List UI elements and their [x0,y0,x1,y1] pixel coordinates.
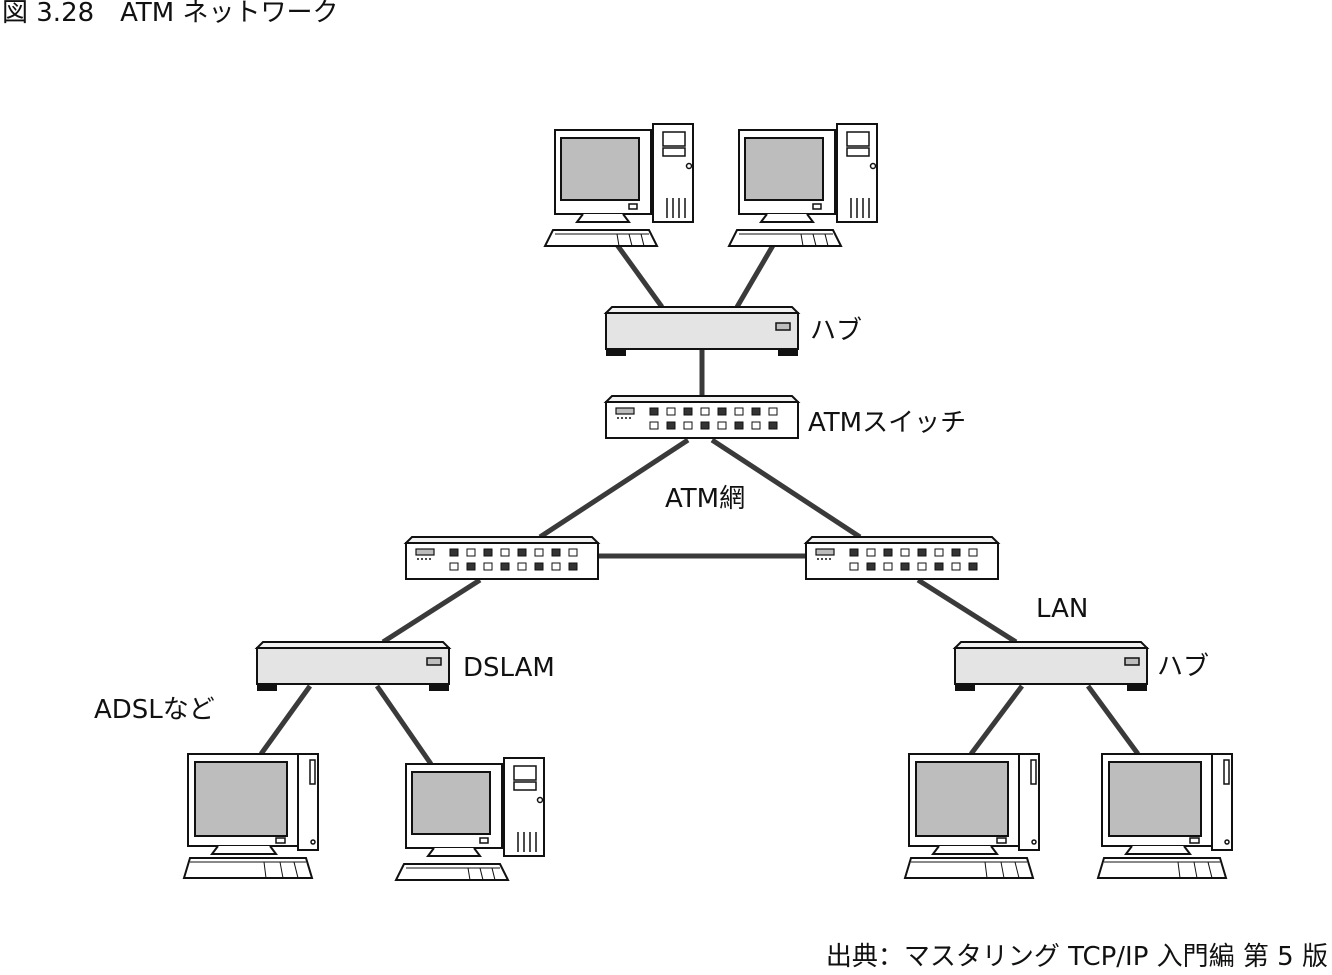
computer-bottom-4-icon [1097,753,1233,879]
label-hub-right: ハブ [1157,652,1209,682]
link-hub-pc5 [969,684,1024,756]
link-dslam-pc4 [374,684,434,766]
dslam-icon [256,641,450,692]
label-lan: LAN [1036,594,1088,624]
link-pc1-hub [612,240,665,309]
label-hub-top: ハブ [810,316,862,346]
computer-bottom-1-icon [183,753,319,879]
computer-bottom-2-icon [395,757,545,881]
link-atmswitch-left [538,437,690,540]
link-pc2-hub [734,240,778,309]
network-links [258,240,1141,766]
link-atmswitch-right [710,437,862,540]
computer-bottom-3-icon [904,753,1040,879]
link-switch-hub [916,577,1018,645]
label-dslam: DSLAM [463,653,555,683]
figure-caption: 図 3.28 ATM ネットワーク [2,0,339,28]
atm-switch-right-icon [805,536,999,580]
source-credit: 出典：マスタリング TCP/IP 入門編 第 5 版 [825,942,1328,972]
label-atm-switch: ATMスイッチ [808,408,966,438]
atm-switch-left-icon [405,536,599,580]
label-adsl: ADSLなど [94,695,215,725]
label-atm-network: ATM網 [665,484,745,514]
hub-right-icon [954,641,1148,692]
link-hub-pc6 [1085,684,1141,756]
computer-top-left-icon [544,123,694,247]
computer-top-right-icon [728,123,878,247]
atm-switch-top-icon [605,395,799,439]
hub-top-icon [605,306,799,357]
link-switch-dslam [381,577,482,645]
link-dslam-pc3 [258,684,313,756]
